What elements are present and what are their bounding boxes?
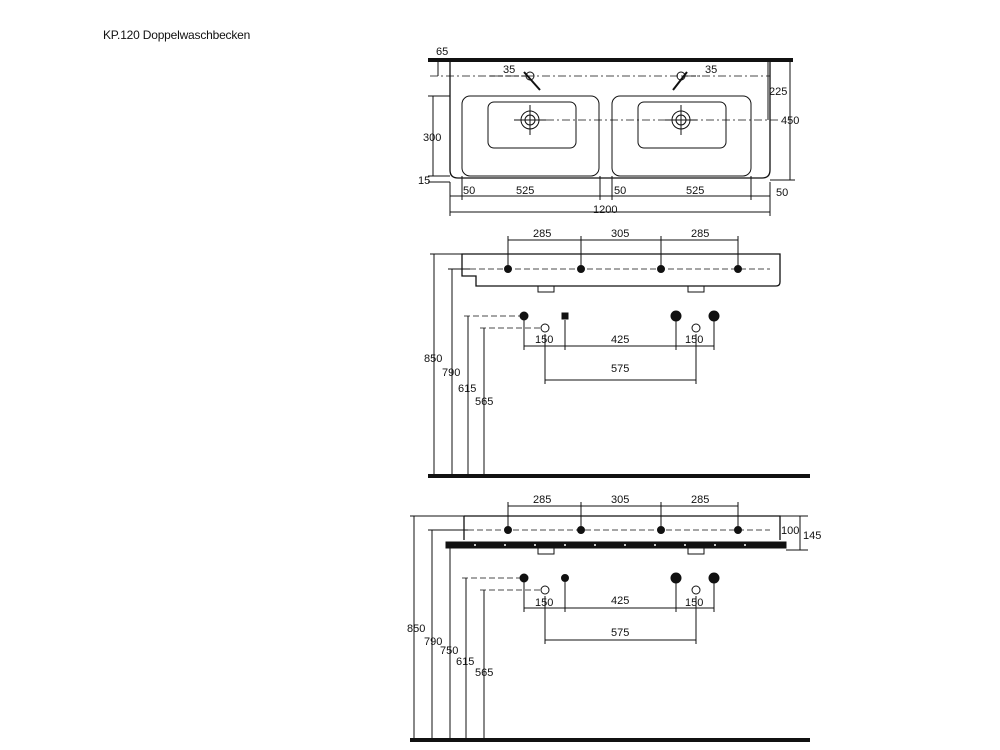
dim-height-top: 850 bbox=[424, 353, 442, 365]
dim-height-supply: 615 bbox=[458, 383, 476, 395]
dim-drain-offset-left: 150 bbox=[535, 334, 553, 346]
dim-tap-hole-left: 35 bbox=[503, 64, 515, 76]
dim-front-rim: 15 bbox=[418, 175, 430, 187]
dim-drain-offset-right: 150 bbox=[685, 334, 703, 346]
left-drain-icon bbox=[514, 105, 546, 135]
dim-drain-spacing: 575 bbox=[611, 363, 629, 375]
front-view-2 bbox=[410, 502, 810, 742]
dim-height-drain: 565 bbox=[475, 667, 493, 679]
dim-divider: 50 bbox=[614, 185, 626, 197]
drain-outlet-left-v2 bbox=[540, 585, 550, 595]
dim-basin-width-right: 525 bbox=[686, 185, 704, 197]
dim-height-cabinet: 750 bbox=[440, 645, 458, 657]
dim-supply-spacing: 425 bbox=[611, 334, 629, 346]
left-bowl-inner bbox=[487, 101, 577, 149]
dim-bracket-left: 285 bbox=[533, 228, 551, 240]
right-bowl-outline bbox=[611, 95, 752, 177]
dim-drain-offset-left: 150 bbox=[535, 597, 553, 609]
front-view-1 bbox=[428, 236, 810, 478]
dim-height-supply: 615 bbox=[456, 656, 474, 668]
dim-basin-depth: 300 bbox=[423, 132, 441, 144]
fittings-view-2 bbox=[519, 572, 720, 584]
page-title: KP.120 Doppelwaschbecken bbox=[103, 28, 251, 42]
right-bowl-inner bbox=[637, 101, 727, 149]
top-view bbox=[428, 58, 795, 216]
dim-drain-spacing: 575 bbox=[611, 627, 629, 639]
dim-basin-height: 100 bbox=[781, 525, 799, 537]
dim-supply-spacing: 425 bbox=[611, 595, 629, 607]
dim-bracket-mid: 305 bbox=[611, 494, 629, 506]
dim-tap-hole-right: 35 bbox=[705, 64, 717, 76]
dim-depth-upper: 225 bbox=[769, 86, 787, 98]
dim-cabinet-height: 145 bbox=[803, 530, 821, 542]
fittings-view-1 bbox=[519, 310, 720, 322]
drain-outlet-left-v1 bbox=[540, 323, 550, 333]
bracket-markers-view-2 bbox=[504, 526, 742, 534]
dim-bracket-mid: 305 bbox=[611, 228, 629, 240]
bracket-markers-view-1 bbox=[504, 265, 742, 273]
dim-height-bracket: 790 bbox=[442, 367, 460, 379]
cabinet-top bbox=[445, 541, 787, 549]
dim-basin-width-left: 525 bbox=[516, 185, 534, 197]
dim-drain-offset-right: 150 bbox=[685, 597, 703, 609]
dim-height-drain: 565 bbox=[475, 396, 493, 408]
dim-height-top: 850 bbox=[407, 623, 425, 635]
dim-bracket-left: 285 bbox=[533, 494, 551, 506]
dim-bracket-right: 285 bbox=[691, 228, 709, 240]
dim-height-bracket: 790 bbox=[424, 636, 442, 648]
left-bowl-outline bbox=[461, 95, 600, 177]
dim-bracket-right: 285 bbox=[691, 494, 709, 506]
dim-back-offset: 65 bbox=[436, 46, 448, 58]
dim-depth-total: 450 bbox=[781, 115, 799, 127]
dim-margin-left: 50 bbox=[463, 185, 475, 197]
right-tap-icon bbox=[672, 71, 700, 91]
drain-outlet-right-v1 bbox=[691, 323, 701, 333]
dim-total-width: 1200 bbox=[593, 204, 617, 216]
drain-outlet-right-v2 bbox=[691, 585, 701, 595]
dim-margin-right: 50 bbox=[776, 187, 788, 199]
